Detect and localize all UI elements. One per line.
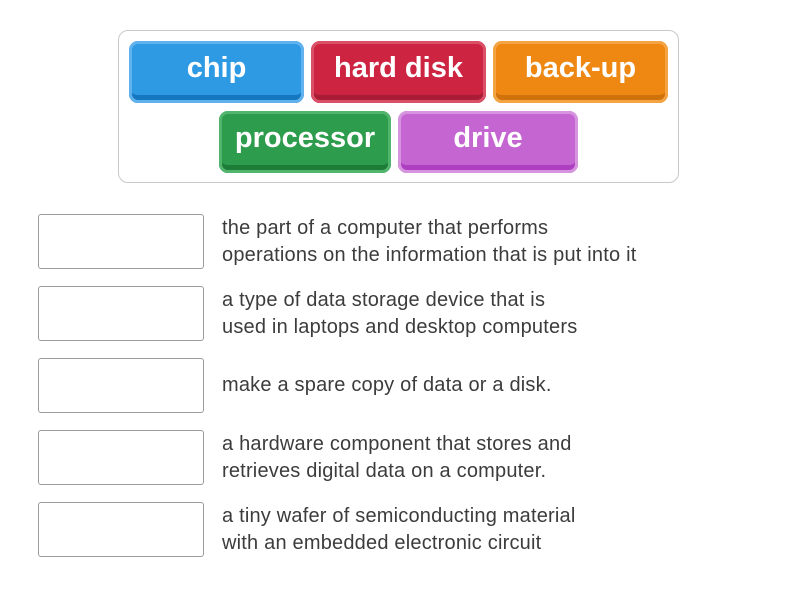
definition-text: the part of a computer that performs ope…	[222, 214, 637, 269]
word-bank: chip hard disk back-up processor drive	[118, 30, 679, 183]
word-tile-label: back-up	[524, 52, 637, 84]
definition-line: used in laptops and desktop computers	[222, 315, 578, 338]
definition-row: a tiny wafer of semiconducting material …	[38, 502, 637, 557]
definitions-list: the part of a computer that performs ope…	[38, 214, 637, 557]
word-tile-label: hard disk	[334, 52, 463, 84]
word-tile-label: processor	[234, 122, 376, 154]
word-tile-hard-disk[interactable]: hard disk	[311, 40, 486, 103]
definition-text: a hardware component that stores and ret…	[222, 430, 572, 485]
definition-row: the part of a computer that performs ope…	[38, 214, 637, 269]
word-tile-label: drive	[453, 122, 523, 154]
definition-line: a type of data storage device that is	[222, 288, 546, 311]
definition-line: operations on the information that is pu…	[222, 243, 637, 266]
definition-line: retrieves digital data on a computer.	[222, 459, 547, 482]
answer-slot-3[interactable]	[38, 358, 204, 413]
answer-slot-2[interactable]	[38, 286, 204, 341]
definition-line: a tiny wafer of semiconducting material	[222, 504, 576, 527]
definition-row: make a spare copy of data or a disk.	[38, 358, 637, 413]
definition-row: a type of data storage device that is us…	[38, 286, 637, 341]
definition-text: make a spare copy of data or a disk.	[222, 358, 552, 413]
answer-slot-1[interactable]	[38, 214, 204, 269]
definition-line: make a spare copy of data or a disk.	[222, 374, 552, 396]
word-tile-back-up[interactable]: back-up	[493, 40, 668, 103]
word-tile-drive[interactable]: drive	[398, 110, 578, 173]
answer-slot-4[interactable]	[38, 430, 204, 485]
definition-text: a tiny wafer of semiconducting material …	[222, 502, 576, 557]
definition-line: with an embedded electronic circuit	[222, 531, 542, 554]
word-tile-label: chip	[186, 52, 247, 84]
definition-line: a hardware component that stores and	[222, 432, 572, 455]
answer-slot-5[interactable]	[38, 502, 204, 557]
word-tile-chip[interactable]: chip	[129, 40, 304, 103]
word-tile-processor[interactable]: processor	[219, 110, 391, 173]
definition-row: a hardware component that stores and ret…	[38, 430, 637, 485]
definition-text: a type of data storage device that is us…	[222, 286, 577, 341]
word-bank-row-1: chip hard disk back-up	[129, 40, 668, 103]
definition-line: the part of a computer that performs	[222, 216, 549, 239]
word-bank-row-2: processor drive	[219, 110, 578, 173]
